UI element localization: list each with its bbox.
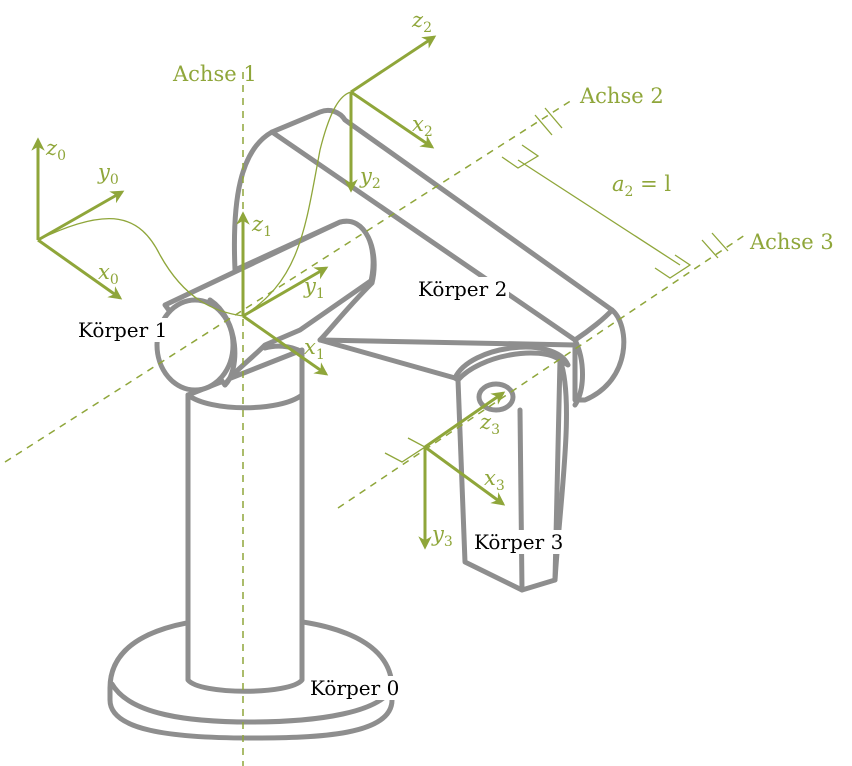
- axis-2-label: Achse 2: [580, 84, 664, 108]
- frame-link-1-2: [242, 91, 352, 317]
- axis-1-label: Achse 1: [173, 62, 257, 86]
- body-0-label: Körper 0: [308, 676, 402, 700]
- z0-label: z0: [46, 136, 66, 165]
- x0-label: x0: [98, 260, 119, 289]
- z2-label: z2: [412, 8, 432, 37]
- parallel-ticks: [534, 107, 729, 259]
- body-2: [231, 107, 627, 408]
- y1-label: y1: [304, 274, 325, 303]
- frame-1: [236, 211, 329, 376]
- frame-2: [344, 35, 437, 193]
- frame-0: [31, 137, 125, 300]
- y0-label: y0: [98, 160, 119, 189]
- z1-label: z1: [252, 212, 272, 241]
- axis-3-line: [337, 234, 746, 509]
- frame-link-0-1: [37, 218, 244, 317]
- body-3-label: Körper 3: [472, 530, 566, 554]
- y2-label: y2: [360, 164, 381, 193]
- frame-3: [418, 391, 506, 550]
- dimension-a2: [384, 144, 692, 463]
- dimension-a2-label: a2 = l: [612, 172, 672, 201]
- body-1-label: Körper 1: [76, 318, 170, 342]
- body-2-label: Körper 2: [416, 277, 510, 301]
- x2-label: x2: [412, 112, 433, 141]
- y3-label: y3: [432, 522, 453, 551]
- body-0-base: [107, 347, 395, 741]
- x1-label: x1: [304, 335, 325, 364]
- axis-3-label: Achse 3: [750, 230, 834, 254]
- z3-label: z3: [480, 410, 500, 439]
- x3-label: x3: [484, 466, 505, 495]
- body-1: [154, 217, 377, 411]
- axis-2-line: [4, 99, 573, 463]
